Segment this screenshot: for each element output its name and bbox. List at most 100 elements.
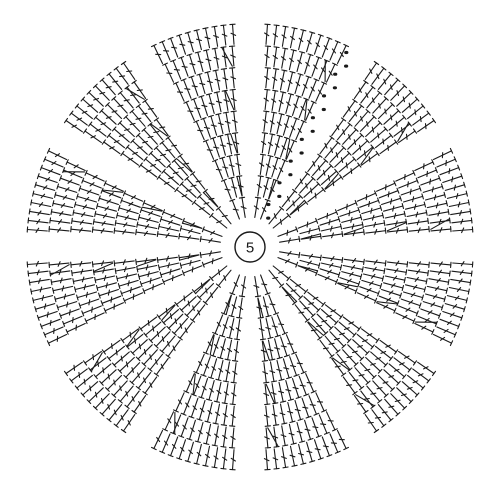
wedge-10 [26, 147, 223, 244]
stitch-cross [405, 133, 408, 140]
stitch-cross [446, 320, 452, 326]
stitch-cross [288, 147, 293, 153]
stitch-top [337, 216, 341, 223]
stitch-cross [332, 180, 335, 187]
stitch-cross [167, 418, 172, 424]
stitch-top [357, 280, 361, 288]
stitch-cross [377, 132, 380, 139]
stitch-cross [100, 122, 107, 126]
stitch-top [54, 296, 57, 303]
increase-mark [337, 282, 359, 288]
stitch-cross [126, 70, 133, 73]
stitch-cross [218, 367, 224, 373]
stitch-cross [287, 250, 292, 256]
stitch-top [343, 43, 350, 48]
stitch-cross [264, 436, 270, 440]
stitch-top [117, 120, 123, 126]
stitch-top [138, 326, 143, 332]
stitch-cross [177, 166, 184, 170]
stitch-cross [370, 207, 373, 214]
stitch-cross [380, 350, 387, 354]
stitch-top [202, 351, 209, 355]
stitch-cross [85, 291, 88, 298]
stitch-cross [265, 163, 271, 168]
stitch-cross [405, 307, 411, 312]
stitch-top [399, 195, 402, 202]
stitch-cross [189, 63, 196, 66]
stitch-cross [101, 260, 105, 267]
stitch-top [201, 261, 205, 268]
stitch-top [65, 329, 69, 335]
stitch-cross [412, 380, 419, 384]
stitch-top [283, 136, 291, 140]
stitch-top [341, 145, 347, 151]
stitch-cross [415, 211, 419, 218]
stitch-cross [68, 309, 71, 316]
stitch-top [69, 378, 74, 384]
stitch-cross [131, 195, 137, 200]
stitch-top [194, 51, 201, 54]
stitch-cross [204, 363, 210, 369]
stitch-cross [84, 196, 90, 202]
stitch-top [467, 199, 470, 206]
stitch-top [370, 144, 375, 150]
stitch-top [189, 318, 196, 323]
stitch-top [231, 132, 239, 134]
stitch-top [28, 208, 31, 215]
stitch-cross [149, 382, 153, 388]
stitch-top [180, 78, 187, 82]
stitch-cross [339, 332, 345, 336]
stitch-cross [192, 405, 197, 411]
chain-stitch [266, 216, 271, 220]
stitch-top [141, 127, 147, 132]
stitch-top [188, 415, 195, 419]
stitch-top [211, 47, 218, 50]
stitch-cross [261, 207, 267, 213]
stitch-top [289, 70, 296, 74]
stitch-cross [235, 163, 242, 166]
stitch-cross [408, 300, 414, 305]
increase-mark [268, 178, 275, 200]
stitch-cross [370, 363, 376, 366]
stitch-cross [230, 76, 237, 80]
stitch-cross [48, 168, 54, 174]
stitch-top [291, 351, 298, 355]
stitch-top [137, 273, 141, 280]
stitch-cross [109, 146, 115, 150]
stitch-top [395, 411, 401, 417]
stitch-cross [410, 292, 416, 298]
stitch-top [264, 198, 271, 202]
stitch-top [334, 278, 339, 285]
stitch-top [231, 360, 239, 362]
stitch-cross [314, 448, 321, 451]
stitch-top [445, 287, 448, 294]
stitch-top [352, 156, 357, 162]
stitch-cross [195, 383, 200, 389]
stitch-top [270, 380, 278, 383]
stitch-top [209, 212, 214, 218]
stitch-top [36, 173, 40, 180]
stitch-top [341, 230, 344, 238]
stitch-top [269, 133, 276, 136]
stitch-cross [279, 167, 284, 173]
stitch-top [426, 378, 431, 384]
stitch-cross [370, 273, 376, 279]
stitch-cross [460, 218, 464, 225]
stitch-top [159, 216, 163, 223]
stitch-cross [286, 101, 291, 107]
increase-mark [324, 173, 339, 190]
stitch-top [447, 279, 450, 286]
stitch-top [286, 114, 293, 118]
stitch-cross [210, 124, 217, 127]
stitch-cross [368, 200, 371, 207]
stitch-cross [305, 61, 310, 67]
stitch-top [115, 212, 119, 219]
stitch-top [457, 164, 461, 171]
stitch-cross [269, 120, 275, 125]
stitch-cross [49, 319, 52, 326]
stitch-top [189, 171, 196, 176]
stitch-cross [317, 165, 321, 171]
stitch-top [259, 338, 267, 341]
stitch-top [374, 297, 378, 304]
stitch-cross [370, 392, 377, 395]
